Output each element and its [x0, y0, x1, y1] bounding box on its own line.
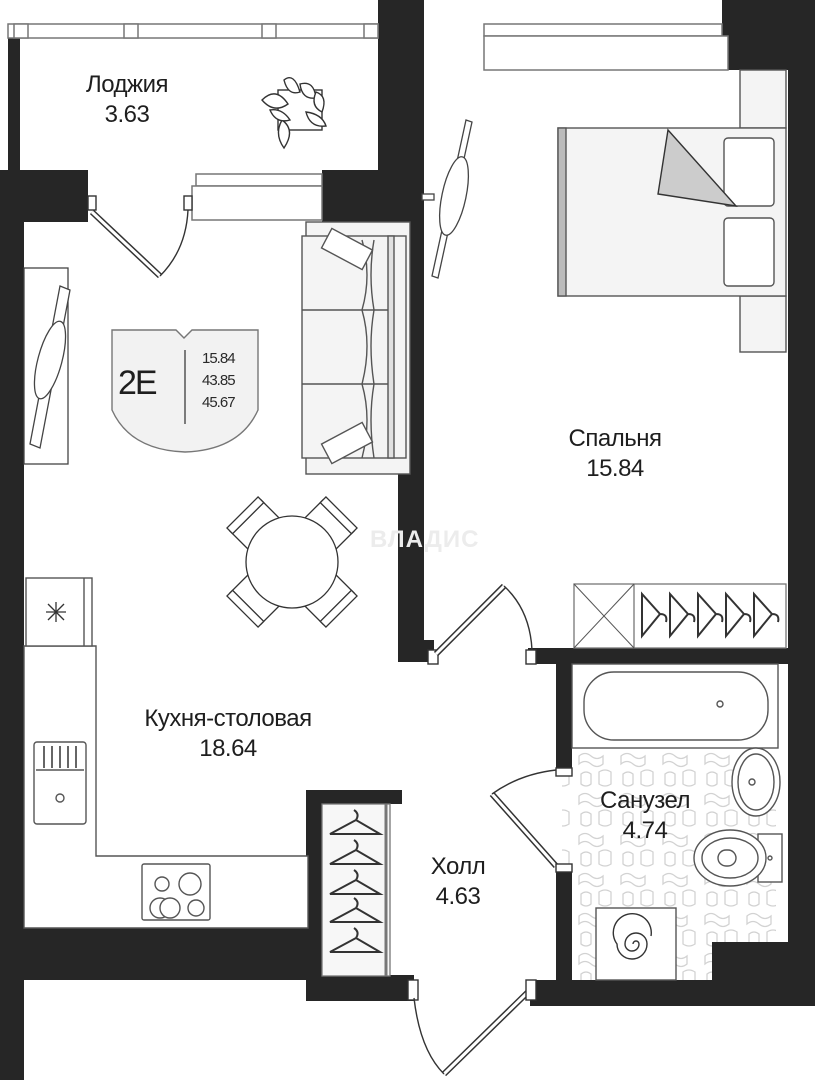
tv-unit	[23, 267, 71, 465]
room-area: 15.84	[586, 455, 644, 482]
bedroom-wardrobe	[573, 583, 787, 649]
apartment-area-values: 15.84 43.85 45.67	[202, 348, 236, 414]
room-label-hall: Холл 4.63	[410, 852, 506, 912]
doors	[87, 195, 573, 1077]
room-name: Холл	[430, 853, 486, 880]
apartment-type-code: 2E	[118, 364, 158, 402]
room-name: Спальня	[568, 425, 662, 452]
sofa	[301, 221, 411, 475]
fridge-icon	[46, 602, 66, 622]
room-name: Санузел	[600, 787, 691, 814]
room-label-loggia: Лоджия 3.63	[64, 70, 190, 130]
toilet	[693, 829, 783, 887]
room-label-bathroom: Санузел 4.74	[580, 786, 710, 846]
kitchen-counter	[23, 577, 309, 929]
room-area: 4.63	[435, 883, 481, 910]
total-area-with-loggia: 45.67	[202, 394, 236, 411]
bed	[557, 69, 787, 353]
room-area: 3.63	[104, 101, 150, 128]
room-name: Кухня-столовая	[144, 705, 312, 732]
living-area: 15.84	[202, 350, 236, 367]
bathtub	[571, 663, 779, 749]
room-area: 4.74	[622, 817, 668, 844]
bedroom-tv	[421, 119, 473, 279]
washing-machine	[595, 907, 677, 981]
room-label-kitchen-dining: Кухня-столовая 18.64	[108, 704, 348, 764]
plant-icon	[261, 77, 327, 150]
dining-table	[226, 496, 358, 628]
total-area: 43.85	[202, 372, 236, 389]
watermark: ВЛАДИС	[370, 526, 480, 553]
apartment-badge	[111, 329, 259, 453]
room-area: 18.64	[199, 735, 257, 762]
room-label-bedroom: Спальня 15.84	[540, 424, 690, 484]
hall-wardrobe	[321, 803, 391, 977]
windows	[7, 23, 729, 221]
washbasin	[731, 747, 781, 817]
room-name: Лоджия	[85, 71, 169, 98]
